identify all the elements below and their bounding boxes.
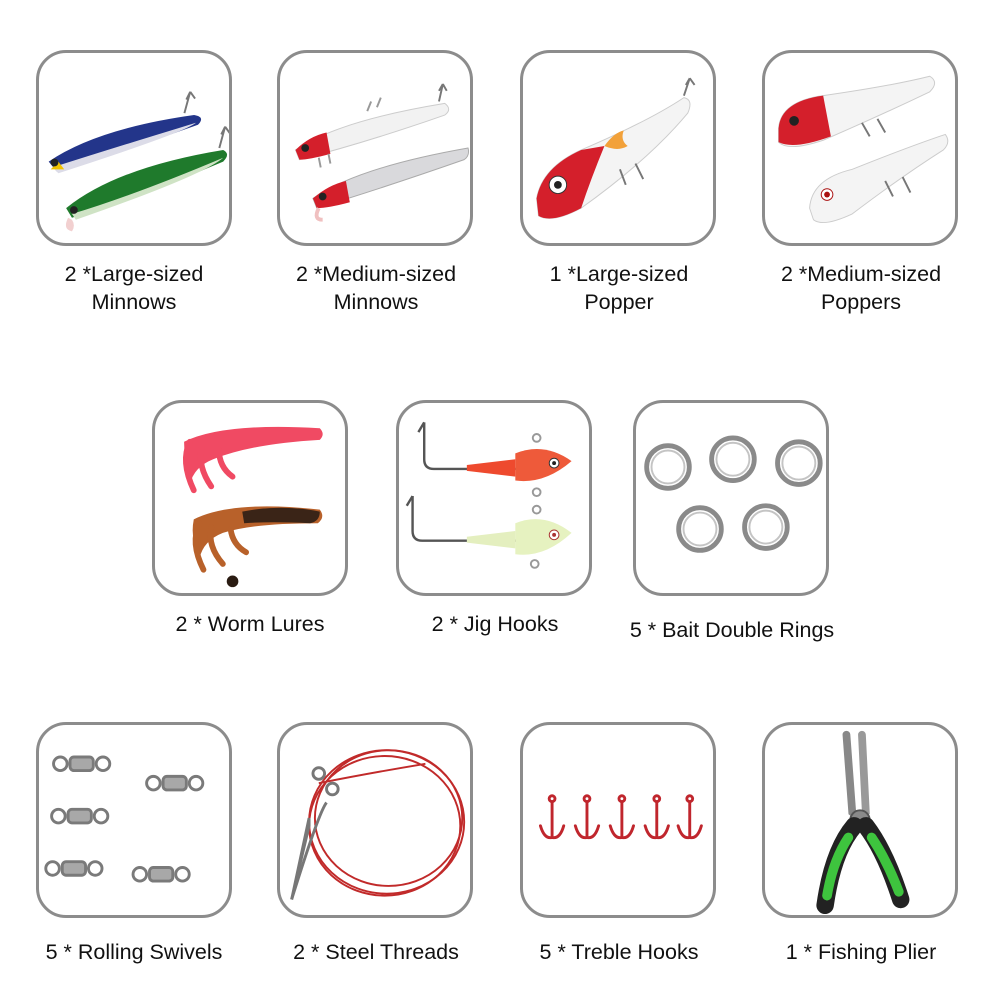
caption-jig-hooks: 2 * Jig Hooks [431, 612, 559, 636]
caption-bait-double-rings: 5 * Bait Double Rings [629, 618, 835, 642]
steel-threads-card[interactable] [277, 722, 473, 918]
treble-hooks-card[interactable] [520, 722, 716, 918]
treble-hooks-image [538, 794, 703, 840]
caption-large-popper: 1 *Large-sized Popper [549, 262, 689, 314]
bait-double-rings-image [644, 435, 823, 553]
fishing-plier-image [816, 730, 910, 915]
caption-fishing-plier: 1 * Fishing Plier [785, 940, 937, 964]
caption-treble-hooks: 5 * Treble Hooks [539, 940, 699, 964]
caption-medium-poppers: 2 *Medium-sized Poppers [780, 262, 942, 314]
caption-rolling-swivels: 5 * Rolling Swivels [45, 940, 223, 964]
large-minnows-card[interactable] [36, 50, 232, 246]
caption-large-minnows: 2 *Large-sized Minnows [64, 262, 204, 314]
medium-poppers-card[interactable] [762, 50, 958, 246]
medium-minnows-image [294, 83, 470, 222]
worm-lures-card[interactable] [152, 400, 348, 596]
medium-poppers-image [778, 75, 949, 224]
large-popper-image [536, 77, 696, 219]
large-popper-card[interactable] [520, 50, 716, 246]
large-minnows-image [48, 91, 229, 232]
caption-steel-threads: 2 * Steel Threads [293, 940, 459, 964]
jig-hooks-image [405, 421, 572, 569]
jig-hooks-card[interactable] [396, 400, 592, 596]
worm-lures-image [182, 426, 323, 588]
fishing-plier-card[interactable] [762, 722, 958, 918]
caption-medium-minnows: 2 *Medium-sized Minnows [295, 262, 457, 314]
rolling-swivels-image [44, 755, 205, 883]
caption-worm-lures: 2 * Worm Lures [175, 612, 325, 636]
medium-minnows-card[interactable] [277, 50, 473, 246]
steel-threads-image [290, 749, 466, 900]
rolling-swivels-card[interactable] [36, 722, 232, 918]
bait-double-rings-card[interactable] [633, 400, 829, 596]
